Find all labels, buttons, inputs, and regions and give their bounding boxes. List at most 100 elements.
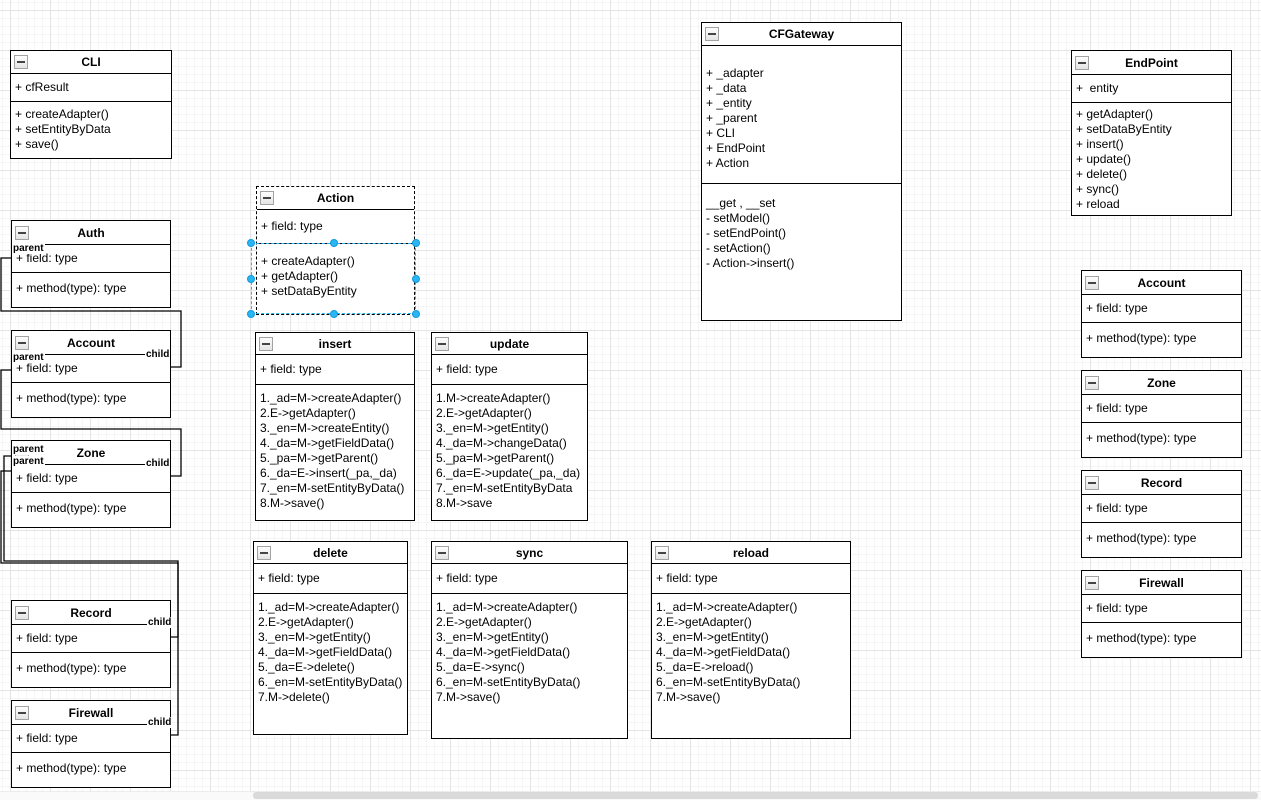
selection-handle[interactable] xyxy=(329,310,338,318)
methods-section[interactable]: + createAdapter()+ getAdapter()+ setData… xyxy=(257,244,414,314)
connector-edge-zone-firewall[interactable] xyxy=(0,470,179,736)
edge-label-child[interactable]: child xyxy=(147,717,173,728)
class-account-left[interactable]: Account+ field: type+ method(type): type xyxy=(11,330,171,418)
attributes-section[interactable]: + field: type xyxy=(1082,595,1241,623)
selection-handle[interactable] xyxy=(412,274,420,283)
collapse-icon[interactable] xyxy=(15,605,29,620)
collapse-icon[interactable] xyxy=(1075,55,1089,70)
edge-label-parent[interactable]: parent xyxy=(12,444,45,455)
edge-label-parent[interactable]: parent xyxy=(12,243,45,254)
attributes-section[interactable]: + field: type xyxy=(432,355,587,385)
class-title-bar[interactable]: EndPoint xyxy=(1072,51,1231,75)
collapse-icon[interactable] xyxy=(1085,475,1099,490)
selection-handle[interactable] xyxy=(412,239,420,247)
class-title-bar[interactable]: Firewall xyxy=(1082,571,1241,595)
attributes-section[interactable]: + field: type xyxy=(256,355,414,385)
class-title-bar[interactable]: Record xyxy=(12,601,170,625)
class-title-bar[interactable]: reload xyxy=(652,542,850,564)
attributes-section[interactable]: + field: type xyxy=(652,564,850,594)
attributes-section[interactable]: + field: type xyxy=(1082,395,1241,423)
class-record-right[interactable]: Record+ field: type+ method(type): type xyxy=(1081,470,1242,558)
methods-section[interactable]: + method(type): type xyxy=(12,493,170,527)
class-title-bar[interactable]: Zone xyxy=(1082,371,1241,395)
attributes-section[interactable]: + field: type xyxy=(12,625,170,653)
attributes-section[interactable]: + field: type xyxy=(12,355,170,383)
class-title-bar[interactable]: Account xyxy=(1082,271,1241,295)
methods-section[interactable]: + method(type): type xyxy=(1082,623,1241,657)
class-action[interactable]: Action+ field: type+ createAdapter()+ ge… xyxy=(256,186,415,315)
class-title-bar[interactable]: Auth xyxy=(12,221,170,245)
methods-section[interactable]: 1._ad=M->createAdapter()2.E->getAdapter(… xyxy=(652,594,850,738)
class-title-bar[interactable]: Action xyxy=(257,187,414,210)
collapse-icon[interactable] xyxy=(15,335,29,350)
collapse-icon[interactable] xyxy=(1085,575,1099,590)
collapse-icon[interactable] xyxy=(260,191,274,205)
attributes-section[interactable]: + field: type xyxy=(254,564,407,594)
class-account-right[interactable]: Account+ field: type+ method(type): type xyxy=(1081,270,1242,358)
selection-handle[interactable] xyxy=(247,239,255,247)
connector-edge-account-zone[interactable] xyxy=(0,369,182,477)
attributes-section[interactable]: + entity xyxy=(1072,75,1231,103)
class-cfgateway[interactable]: CFGateway+ _adapter+ _data+ _entity+ _pa… xyxy=(701,22,902,321)
edge-label-child[interactable]: child xyxy=(145,349,171,360)
methods-section[interactable]: 1._ad=M->createAdapter()2.E->getAdapter(… xyxy=(256,385,414,520)
methods-section[interactable]: 1.M->createAdapter()2.E->getAdapter()3._… xyxy=(432,385,587,520)
collapse-icon[interactable] xyxy=(435,336,449,351)
methods-section[interactable]: + method(type): type xyxy=(12,273,170,307)
collapse-icon[interactable] xyxy=(257,545,271,560)
collapse-icon[interactable] xyxy=(1085,375,1099,390)
attributes-section[interactable]: + field: type xyxy=(432,564,627,594)
selection-handle[interactable] xyxy=(247,310,255,318)
class-auth[interactable]: Auth+ field: type+ method(type): type xyxy=(11,220,171,308)
methods-section[interactable]: 1._ad=M->createAdapter()2.E->getAdapter(… xyxy=(432,594,627,738)
collapse-icon[interactable] xyxy=(15,225,29,240)
attributes-section[interactable]: + cfResult xyxy=(11,74,171,102)
class-title-bar[interactable]: Record xyxy=(1082,471,1241,495)
edge-label-child[interactable]: child xyxy=(145,458,171,469)
collapse-icon[interactable] xyxy=(705,27,719,41)
edge-label-parent[interactable]: parent xyxy=(12,352,45,363)
class-firewall-right[interactable]: Firewall+ field: type+ method(type): typ… xyxy=(1081,570,1242,658)
attributes-section[interactable]: + _adapter+ _data+ _entity+ _parent+ CLI… xyxy=(702,46,901,184)
class-title-bar[interactable]: sync xyxy=(432,542,627,564)
connector-edge-auth-account[interactable] xyxy=(0,257,182,368)
collapse-icon[interactable] xyxy=(14,55,28,69)
methods-section[interactable]: + createAdapter()+ setEntityByData+ save… xyxy=(11,102,171,158)
methods-section[interactable]: + method(type): type xyxy=(12,383,170,417)
class-title-bar[interactable]: insert xyxy=(256,333,414,355)
attributes-section[interactable]: + field: type xyxy=(12,465,170,493)
class-cli[interactable]: CLI+ cfResult+ createAdapter()+ setEntit… xyxy=(10,50,172,159)
methods-section[interactable]: + method(type): type xyxy=(12,753,170,787)
edge-label-child[interactable]: child xyxy=(147,617,173,628)
class-zone-right[interactable]: Zone+ field: type+ method(type): type xyxy=(1081,370,1242,458)
collapse-icon[interactable] xyxy=(259,336,273,351)
methods-section[interactable]: + method(type): type xyxy=(1082,523,1241,557)
class-firewall-left[interactable]: Firewall+ field: type+ method(type): typ… xyxy=(11,700,171,788)
collapse-icon[interactable] xyxy=(655,545,669,560)
selection-handle[interactable] xyxy=(329,239,338,247)
horizontal-scrollbar-thumb[interactable] xyxy=(253,792,1258,799)
collapse-icon[interactable] xyxy=(15,705,29,720)
methods-section[interactable]: + method(type): type xyxy=(1082,323,1241,357)
attributes-section[interactable]: + field: type xyxy=(12,725,170,753)
connector-edge-zone-record[interactable] xyxy=(3,455,179,638)
attributes-section[interactable]: + field: type xyxy=(1082,495,1241,523)
selection-handle[interactable] xyxy=(412,310,420,318)
class-title-bar[interactable]: Account xyxy=(12,331,170,355)
edge-label-parent[interactable]: parent xyxy=(12,456,45,467)
attributes-section[interactable]: + field: type xyxy=(257,210,414,244)
class-title-bar[interactable]: CFGateway xyxy=(702,23,901,46)
methods-section[interactable]: + getAdapter()+ setDataByEntity+ insert(… xyxy=(1072,103,1231,215)
methods-section[interactable]: __get , __set- setModel()- setEndPoint()… xyxy=(702,184,901,320)
methods-section[interactable]: 1._ad=M->createAdapter()2.E->getAdapter(… xyxy=(254,594,407,734)
class-title-bar[interactable]: CLI xyxy=(11,51,171,74)
selection-handle[interactable] xyxy=(247,274,255,283)
class-record-left[interactable]: Record+ field: type+ method(type): type xyxy=(11,600,171,688)
methods-section[interactable]: + method(type): type xyxy=(1082,423,1241,457)
collapse-icon[interactable] xyxy=(435,545,449,560)
